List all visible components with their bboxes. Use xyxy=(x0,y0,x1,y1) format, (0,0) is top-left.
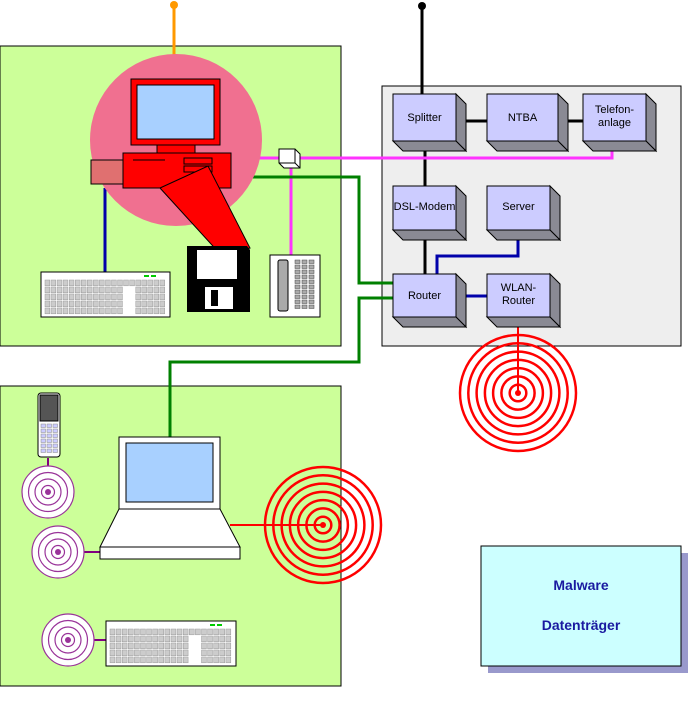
splitter-label: Splitter xyxy=(407,112,442,124)
wlan-router-label-1: WLAN- xyxy=(501,282,537,294)
telephone-icon xyxy=(269,254,321,318)
wifi-signal-laptop-icon xyxy=(263,465,383,585)
bluetooth-signal-keyboard-icon xyxy=(41,613,95,667)
router-box: Router xyxy=(391,272,468,329)
server-box: Server xyxy=(485,184,562,242)
socket-box-icon xyxy=(278,148,301,169)
orange-antenna-line xyxy=(170,1,178,56)
wlan-router-label-2: Router xyxy=(502,295,535,307)
server-label: Server xyxy=(502,201,535,213)
telefonanlage-label-2: anlage xyxy=(598,117,631,129)
router-label: Router xyxy=(408,290,441,302)
legend-malware: Malware xyxy=(553,577,608,593)
mobile-phone-icon xyxy=(37,392,61,458)
laptop-icon xyxy=(99,436,241,560)
bluetooth-signal-mobile-icon xyxy=(21,465,75,519)
legend-datentraeger: Datenträger xyxy=(542,617,621,633)
dsl-modem-label: DSL-Modem xyxy=(394,201,456,213)
wlan-router-box: WLAN- Router xyxy=(485,272,562,329)
black-dsl-line xyxy=(418,2,426,102)
legend-box: Malware Datenträger xyxy=(480,545,688,673)
bluetooth-signal-laptop-icon xyxy=(31,525,85,579)
ntba-label: NTBA xyxy=(508,112,538,124)
telefonanlage-label-1: Telefon- xyxy=(595,104,634,116)
wifi-signal-wlan-icon xyxy=(458,333,578,453)
floppy-disk-icon xyxy=(187,246,250,312)
ntba-box: NTBA xyxy=(485,92,570,153)
monitor-icon xyxy=(130,78,221,154)
telefonanlage-box: Telefon- anlage xyxy=(581,92,658,153)
desktop-keyboard-icon xyxy=(40,271,171,318)
wireless-keyboard-icon xyxy=(105,620,237,667)
splitter-box: Splitter xyxy=(391,92,468,153)
dsl-modem-box: DSL-Modem xyxy=(391,184,468,242)
floppy-drive-beam xyxy=(159,165,251,257)
